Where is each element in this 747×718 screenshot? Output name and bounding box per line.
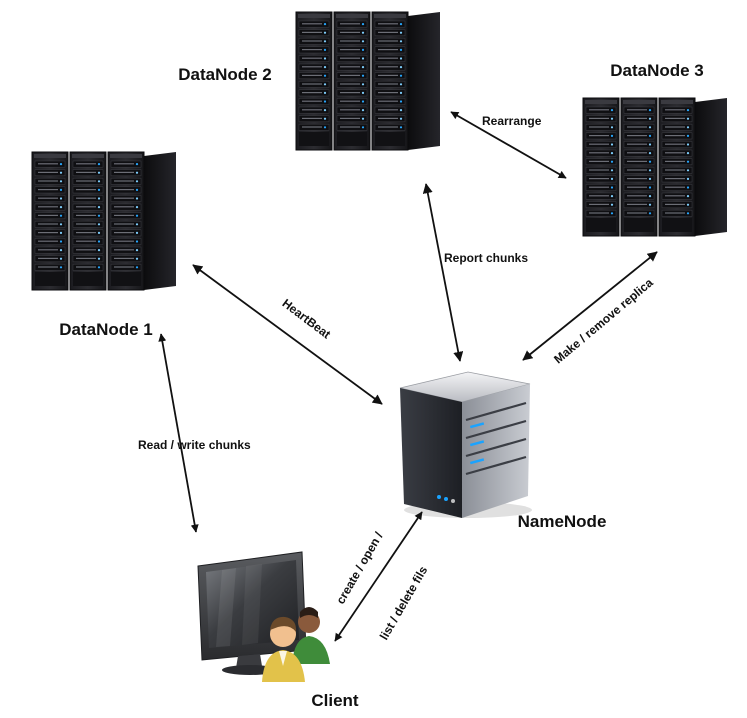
make-remove-replica-label: Make / remove replica	[551, 275, 656, 366]
create-open-label: create / open /	[333, 529, 386, 606]
namenode-server-icon	[399, 371, 532, 518]
read-write-chunks-arrow	[158, 333, 199, 533]
client-users-icon	[262, 607, 330, 682]
datanode-1-server-icon	[31, 151, 176, 291]
list-delete-file-label: list / delete fils	[377, 563, 431, 642]
datanode-2-server-icon	[295, 11, 440, 151]
datanode-1-label: DataNode 1	[59, 320, 153, 339]
rearrange-arrow	[450, 111, 567, 179]
rearrange-label: Rearrange	[482, 114, 542, 128]
heartbeat-arrow	[192, 264, 383, 405]
read-write-chunks-label: Read / write chunks	[138, 438, 251, 452]
make-remove-replica-arrow	[522, 251, 658, 361]
report-chunks-label: Report chunks	[444, 251, 528, 265]
namenode-label: NameNode	[518, 512, 607, 531]
client-namenode-arrow	[334, 511, 423, 642]
client-label: Client	[311, 691, 359, 710]
datanode-2-label: DataNode 2	[178, 65, 272, 84]
datanode-3-server-icon	[582, 97, 727, 237]
datanode-3-label: DataNode 3	[610, 61, 704, 80]
report-chunks-arrow	[422, 183, 464, 362]
